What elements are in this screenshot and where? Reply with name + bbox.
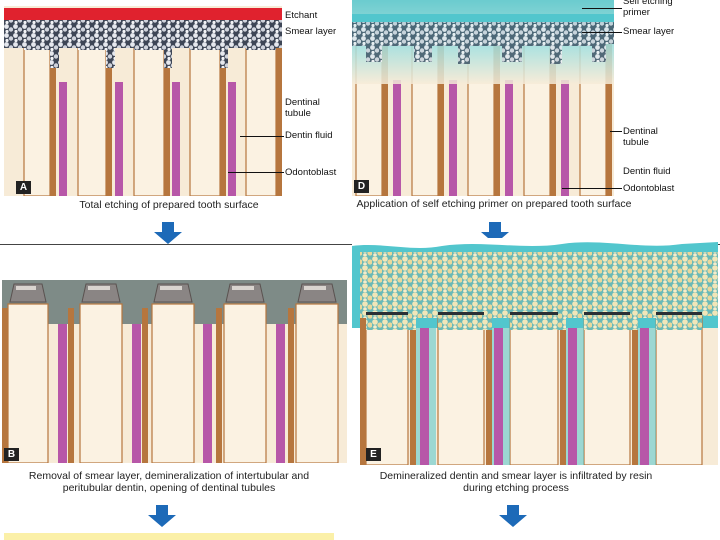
panel-a-illustration — [4, 6, 282, 196]
odontoblast-leader — [228, 172, 284, 173]
dentin-fluid-leader — [240, 136, 284, 137]
panel-d-badge: D — [354, 180, 369, 193]
dentin-fluid-label: Dentin fluid — [285, 130, 333, 141]
smear-layer-label: Smear layer — [623, 26, 675, 37]
panel-a-caption: Total etching of prepared tooth surface — [79, 199, 259, 211]
down-arrow-icon — [499, 505, 527, 527]
smear-layer-label: Smear layer — [285, 26, 337, 37]
panel-b-caption: Removal of smear layer, demineralization… — [28, 470, 310, 494]
next-panel-highlight — [4, 533, 334, 540]
down-arrow-icon — [154, 222, 182, 244]
panel-a: Etchant Smear layer Dentinal tubule Dent… — [4, 6, 344, 196]
self-etching-primer-label: Self etching primer — [623, 0, 673, 18]
odontoblast-leader — [562, 188, 622, 189]
down-arrow-icon — [148, 505, 176, 527]
down-arrow-icon — [481, 222, 509, 244]
panel-b: B — [2, 280, 347, 463]
panel-e-caption: Demineralized dentin and smear layer is … — [379, 470, 653, 494]
primer-leader — [582, 8, 622, 9]
smear-leader — [582, 32, 622, 33]
etchant-label: Etchant — [285, 10, 318, 21]
dentin-fluid — [59, 82, 236, 196]
panel-b-illustration — [2, 280, 347, 463]
panel-d: Self etching primer Smear layer Dentinal… — [352, 0, 718, 196]
odontoblast-label: Odontoblast — [623, 183, 675, 194]
panel-b-badge: B — [4, 448, 19, 461]
panel-e-badge: E — [366, 448, 381, 461]
etchant-layer — [4, 8, 282, 22]
smear-layer — [352, 22, 614, 64]
smear-layer — [4, 20, 282, 68]
panel-e: E — [352, 238, 718, 465]
dentin-fluid-label: Dentin fluid — [623, 166, 671, 177]
dentinal-tubule-label: Dentinal tubule — [285, 97, 320, 119]
panel-e-illustration — [352, 238, 718, 465]
tubule-leader — [610, 131, 622, 132]
hybrid-layer — [360, 252, 718, 330]
dentinal-tubule-label: Dentinal tubule — [623, 126, 658, 148]
panel-d-caption: Application of self etching primer on pr… — [356, 198, 632, 210]
panel-a-badge: A — [16, 181, 31, 194]
odontoblast-label: Odontoblast — [285, 167, 337, 178]
panel-d-illustration — [352, 0, 614, 196]
